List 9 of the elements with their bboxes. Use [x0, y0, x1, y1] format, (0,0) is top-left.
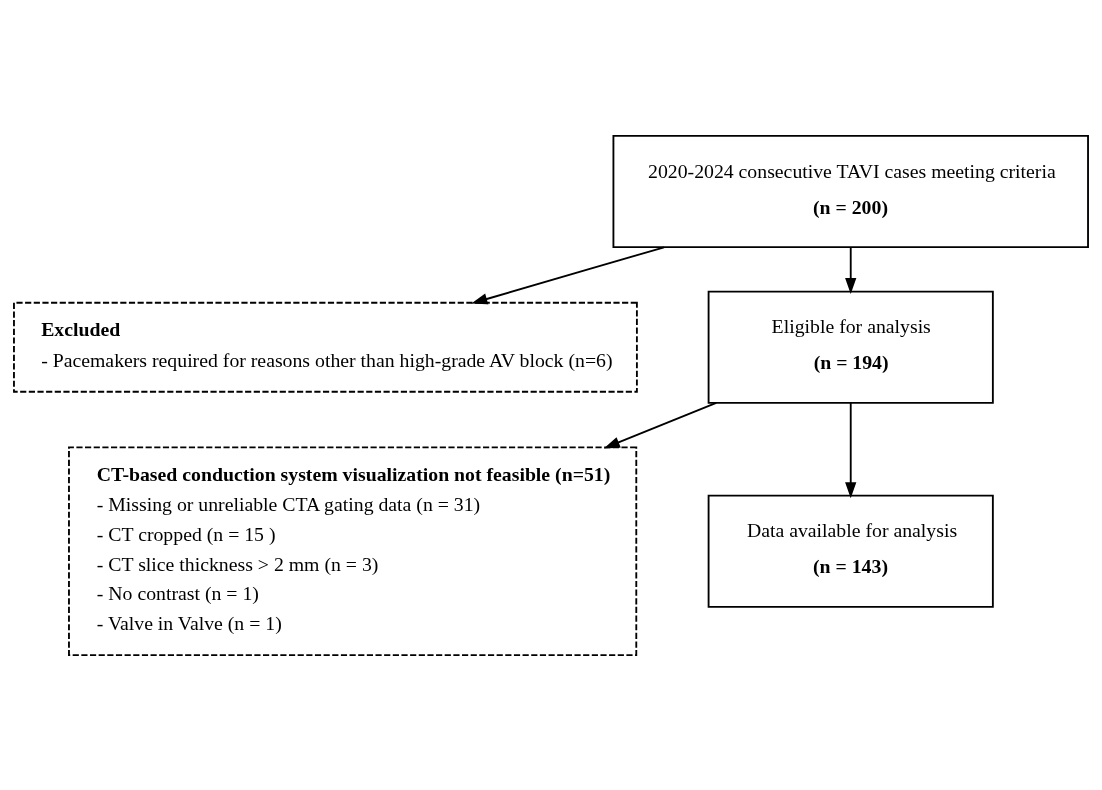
node-box: Data available for analysis (n = 143)	[707, 494, 994, 608]
arrow	[845, 401, 857, 498]
node-box: Eligible for analysis (n = 194)	[707, 290, 994, 404]
node-box: Excluded - Pacemakers required for reasons other than high-grade AV block (n=6)	[13, 301, 638, 393]
arrow	[471, 245, 665, 304]
node-box: 2020-2024 consecutive TAVI cases meeting criteria (n = 200)	[612, 134, 1089, 248]
arrow	[845, 245, 857, 294]
arrow	[603, 401, 718, 448]
node-box: CT-based conduction system visualization not feasible (n=51) - Missing or unreliable CTA gating data (n = 31) - CT cropped (n = 15 ) - CT slice thickness > 2 mm (n = 3) - No contrast (n = 1) - Valve in Valve (n = 1)	[68, 446, 638, 656]
